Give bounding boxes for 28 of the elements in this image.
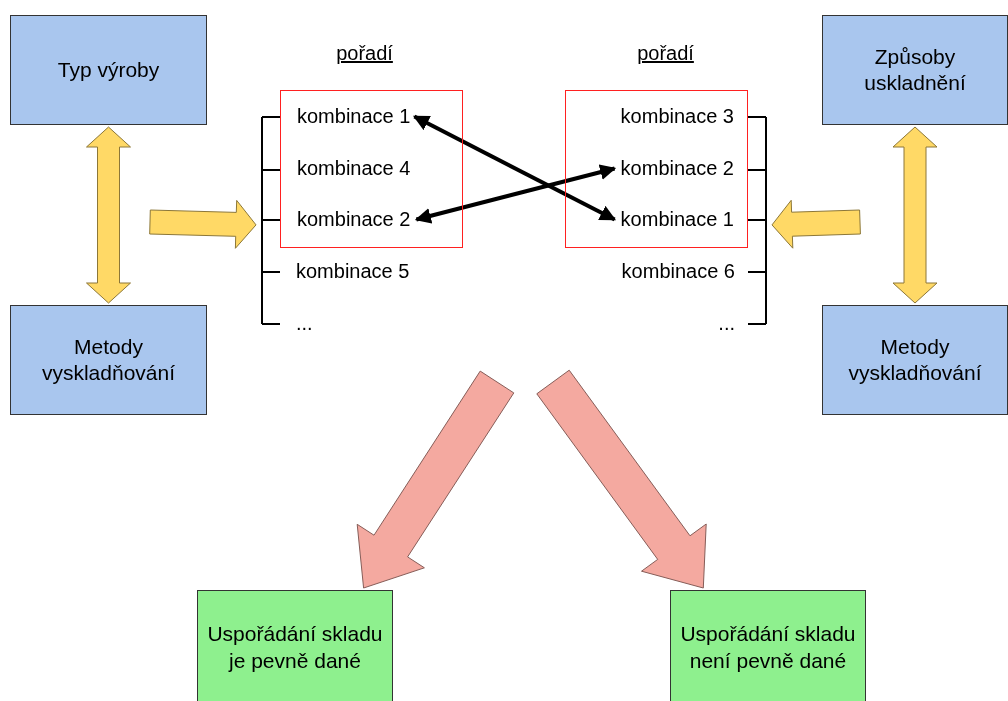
list-item: kombinace 2 xyxy=(620,157,734,180)
list-item: ... xyxy=(296,312,313,335)
block-arrow xyxy=(771,199,861,249)
double-block-arrow xyxy=(892,126,938,304)
list-item: kombinace 2 xyxy=(297,208,411,231)
list-item: kombinace 6 xyxy=(621,260,735,283)
double-arrow xyxy=(414,164,617,224)
highlight-frame xyxy=(280,90,463,248)
list-heading: pořadí xyxy=(335,42,394,65)
process-box: Uspořádání skladu není pevně dané xyxy=(670,590,866,701)
list-item: kombinace 4 xyxy=(297,157,411,180)
block-arrow xyxy=(536,369,707,589)
list-item: kombinace 1 xyxy=(297,105,411,128)
process-box: Typ výroby xyxy=(10,15,207,125)
process-box: Způsoby uskladnění xyxy=(822,15,1008,125)
list-item: kombinace 3 xyxy=(620,105,734,128)
highlight-frame xyxy=(565,90,748,248)
list-item: kombinace 1 xyxy=(620,208,734,231)
block-arrow xyxy=(356,370,515,589)
double-block-arrow xyxy=(86,126,131,304)
list-heading: pořadí xyxy=(636,42,695,65)
list-item: kombinace 5 xyxy=(296,260,410,283)
process-box: Metody vyskladňování xyxy=(822,305,1008,415)
process-box: Uspořádání skladu je pevně dané xyxy=(197,590,393,701)
double-arrow xyxy=(413,114,616,222)
process-box: Metody vyskladňování xyxy=(10,305,207,415)
block-arrow xyxy=(149,199,257,249)
list-item: ... xyxy=(718,312,735,335)
